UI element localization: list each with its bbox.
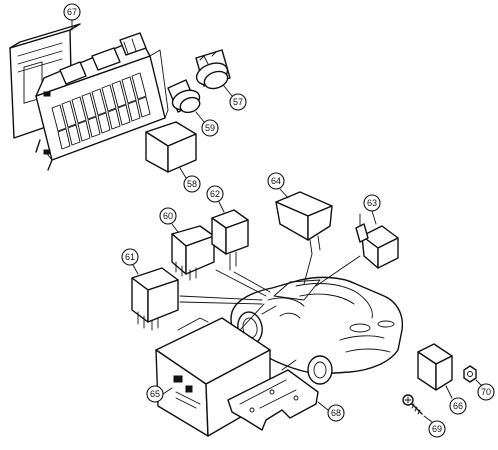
leader-63 bbox=[371, 210, 377, 225]
flasher-64 bbox=[275, 191, 333, 255]
nut-70 bbox=[463, 365, 477, 383]
relay-63 bbox=[355, 213, 399, 269]
callout-66: 66 bbox=[449, 397, 467, 415]
module-60 bbox=[171, 225, 215, 281]
leader-59 bbox=[195, 111, 205, 123]
callout-61: 61 bbox=[121, 248, 139, 266]
callout-57: 57 bbox=[229, 93, 247, 111]
svg-text:64: 64 bbox=[271, 176, 281, 186]
module-61 bbox=[131, 267, 179, 331]
car-outline bbox=[230, 276, 404, 385]
svg-text:66: 66 bbox=[453, 401, 463, 411]
svg-text:59: 59 bbox=[205, 123, 215, 133]
leader-64 bbox=[279, 188, 289, 199]
svg-text:67: 67 bbox=[67, 7, 77, 17]
leader-58 bbox=[179, 167, 187, 179]
leader-60 bbox=[171, 223, 179, 233]
callout-64: 64 bbox=[267, 172, 285, 190]
callout-63: 63 bbox=[363, 194, 381, 212]
callout-60: 60 bbox=[159, 207, 177, 225]
switch-59 bbox=[167, 79, 201, 114]
mounting-bracket-68 bbox=[227, 359, 319, 431]
callout-62: 62 bbox=[206, 185, 224, 203]
svg-text:57: 57 bbox=[233, 97, 243, 107]
fuse-box bbox=[9, 23, 169, 171]
callout-59: 59 bbox=[201, 119, 219, 137]
svg-text:68: 68 bbox=[331, 408, 341, 418]
svg-text:62: 62 bbox=[210, 189, 220, 199]
svg-text:63: 63 bbox=[367, 198, 377, 208]
callout-58: 58 bbox=[183, 175, 201, 193]
svg-text:69: 69 bbox=[432, 424, 442, 434]
pointer-lines bbox=[179, 253, 361, 331]
leader-57 bbox=[223, 85, 233, 97]
callout-69: 69 bbox=[428, 420, 446, 438]
callout-67: 67 bbox=[63, 3, 81, 21]
callout-65: 65 bbox=[146, 385, 164, 403]
svg-text:60: 60 bbox=[163, 211, 173, 221]
leader-68 bbox=[317, 401, 329, 411]
svg-text:65: 65 bbox=[150, 389, 160, 399]
unit-66 bbox=[417, 343, 453, 391]
svg-text:70: 70 bbox=[481, 387, 491, 397]
leader-70 bbox=[475, 379, 483, 387]
svg-text:58: 58 bbox=[187, 179, 197, 189]
callout-68: 68 bbox=[327, 404, 345, 422]
callout-70: 70 bbox=[477, 383, 495, 401]
relay-62 bbox=[211, 209, 249, 271]
ignition-switch-57 bbox=[195, 49, 231, 90]
svg-text:61: 61 bbox=[125, 252, 135, 262]
relay-58 bbox=[145, 121, 197, 173]
leader-62 bbox=[218, 201, 225, 213]
screw-69 bbox=[402, 394, 423, 415]
leader-65 bbox=[162, 387, 173, 395]
leader-69 bbox=[423, 415, 433, 423]
leader-66 bbox=[445, 385, 453, 399]
leader-61 bbox=[132, 264, 139, 275]
